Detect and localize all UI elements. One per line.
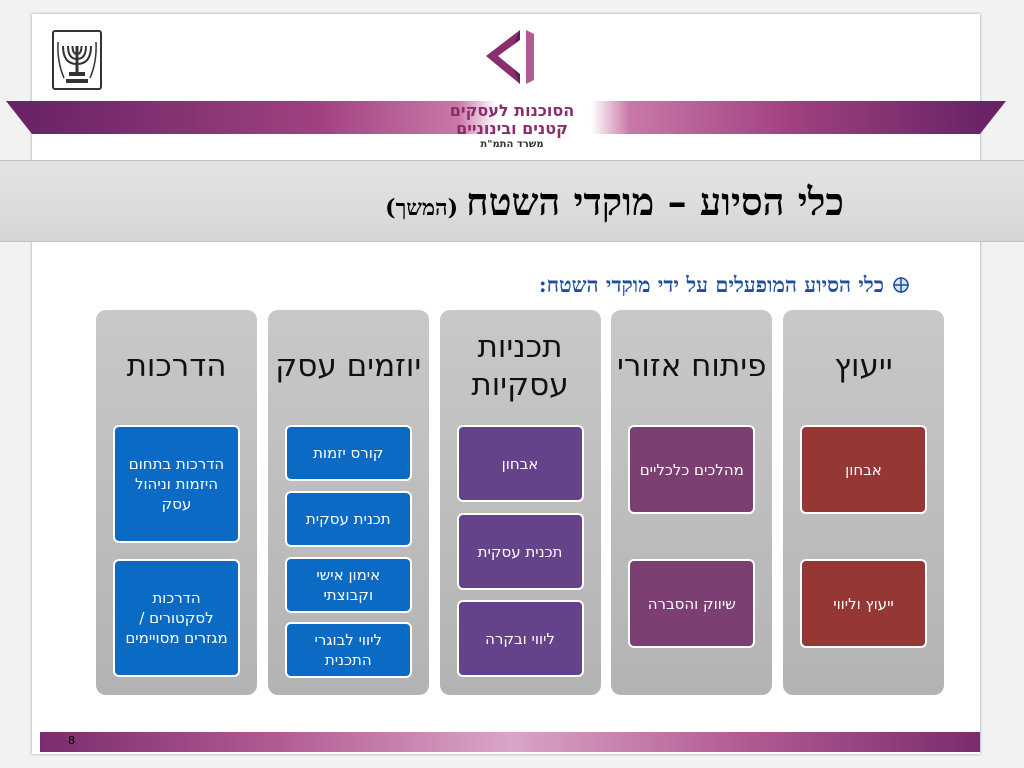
column-header: תכניות עסקיות: [471, 329, 569, 403]
column-header: ייעוץ: [834, 348, 893, 384]
column-header: פיתוח אזורי: [616, 348, 767, 384]
item-box: תכנית עסקית: [284, 491, 412, 547]
crosshair-bullet-icon: [892, 274, 910, 299]
bullet-line: כלי הסיוע המופעלים על ידי מוקדי השטח:: [539, 272, 910, 299]
item-box: שיווק והסברה: [628, 559, 756, 648]
assistance-columns: ייעוץ אבחון ייעוץ וליווי פיתוח אזורי מהל…: [96, 310, 944, 695]
item-box: אבחון: [456, 425, 584, 502]
column-entrepreneurs: יוזמים עסק קורס יזמות תכנית עסקית אימון …: [267, 310, 429, 695]
column-consulting: ייעוץ אבחון ייעוץ וליווי: [783, 310, 944, 695]
item-box: תכנית עסקית: [456, 513, 584, 590]
item-box: ליווי ובקרה: [456, 600, 584, 677]
menorah-emblem-icon: [52, 30, 102, 90]
title-band: כלי הסיוע – מוקדי השטח (המשך): [0, 160, 1024, 242]
item-box: ליווי לבוגרי התכנית: [284, 622, 412, 678]
logo-line-2: קטנים ובינוניים: [456, 119, 568, 138]
item-box: הדרכות לסקטורים / מגזרים מסויימים: [113, 559, 240, 677]
logo-line-3: משרד התמ"ת: [480, 139, 544, 150]
logo-line-1: הסוכנות לעסקים: [449, 101, 575, 120]
item-box: הדרכות בתחום היזמות וניהול עסק: [113, 425, 240, 543]
ribbon-fold-left: [6, 101, 32, 134]
footer-bar: 8: [40, 732, 980, 752]
agency-logo-icon: [476, 26, 538, 88]
slide: הסוכנות לעסקים קטנים ובינוניים משרד התמ"…: [0, 14, 1024, 754]
column-trainings: הדרכות הדרכות בתחום היזמות וניהול עסק הד…: [96, 310, 257, 695]
agency-logo-text: הסוכנות לעסקים קטנים ובינוניים משרד התמ"…: [412, 102, 612, 152]
ribbon-fold-right: [980, 101, 1006, 134]
page-number: 8: [68, 734, 75, 747]
column-header: יוזמים עסק: [275, 348, 422, 384]
header-ribbon: [32, 101, 980, 134]
page-title-sub: (המשך): [385, 195, 459, 221]
page-title-main: כלי הסיוע – מוקדי השטח: [466, 179, 844, 224]
item-box: ייעוץ וליווי: [800, 559, 927, 648]
column-regional-development: פיתוח אזורי מהלכים כלכליים שיווק והסברה: [611, 310, 773, 695]
item-box: אבחון: [800, 425, 927, 514]
item-box: מהלכים כלכליים: [628, 425, 756, 514]
column-header: הדרכות: [126, 348, 227, 384]
item-box: אימון אישי וקבוצתי: [284, 557, 412, 613]
item-box: קורס יזמות: [284, 425, 412, 481]
column-business-plans: תכניות עסקיות אבחון תכנית עסקית ליווי וב…: [439, 310, 601, 695]
bullet-text: כלי הסיוע המופעלים על ידי מוקדי השטח:: [538, 272, 884, 297]
page-title: כלי הסיוע – מוקדי השטח (המשך): [385, 179, 844, 225]
